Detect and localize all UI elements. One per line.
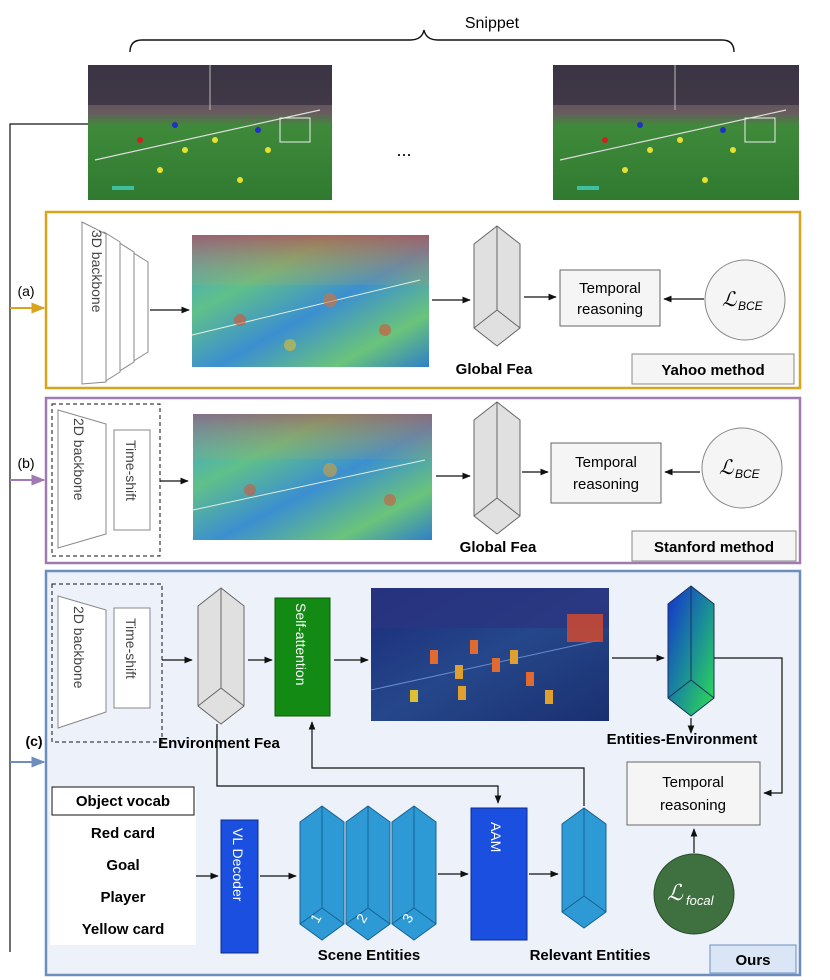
frames-ellipsis: ... xyxy=(396,140,411,160)
aam-label: AAM xyxy=(488,822,504,852)
yahoo-method-badge xyxy=(631,353,795,385)
loss-subscript-c: focal xyxy=(686,893,715,908)
stanford-method-badge xyxy=(631,530,797,562)
trunk-line xyxy=(9,123,88,952)
snippet-label: Snippet xyxy=(465,15,520,32)
3d-backbone-label: 3D backbone xyxy=(89,230,105,313)
temporal-reasoning-b xyxy=(550,442,662,504)
global-fea-label-a: Global Fea xyxy=(456,361,533,378)
scene-entity-vector xyxy=(345,805,391,941)
temporal-line2-c: reasoning xyxy=(660,797,726,814)
ours-badge xyxy=(709,944,797,974)
time-shift-label-b: Time-shift xyxy=(123,440,139,501)
time-shift-block-b xyxy=(113,429,151,531)
loss-subscript-b: BCE xyxy=(735,467,761,481)
3d-backbone-block xyxy=(81,221,149,385)
2d-backbone-block-b xyxy=(57,409,107,549)
loss-symbol-c: ℒ xyxy=(667,880,684,905)
branch-a-tag: (a) xyxy=(17,283,34,299)
global-feature-vector-a xyxy=(473,225,521,347)
temporal-line1-b: Temporal xyxy=(575,454,637,471)
branch-a-box xyxy=(44,210,802,390)
aam-block xyxy=(470,807,528,941)
focal-loss xyxy=(653,853,735,935)
bce-loss-b xyxy=(701,427,783,509)
stanford-method-label: Stanford method xyxy=(654,539,774,556)
heatmap-frame-a xyxy=(191,235,429,367)
video-frame-first xyxy=(88,65,332,200)
entities-environment-label: Entities-Environment xyxy=(607,731,758,748)
branch-b-box xyxy=(44,396,802,565)
relevant-entity-vector xyxy=(561,807,607,929)
video-frame-last xyxy=(553,65,799,200)
arrow-relevant-to-attention xyxy=(308,721,585,806)
global-fea-label-b: Global Fea xyxy=(460,539,537,556)
bce-loss-a xyxy=(704,259,786,341)
backbone-group-b xyxy=(51,403,161,557)
vocab-item: Player xyxy=(100,889,145,906)
vl-decoder-label: VL Decoder xyxy=(230,828,246,902)
entity-heatmap-frame xyxy=(370,588,609,721)
time-shift-block-c xyxy=(113,607,151,709)
yahoo-method-label: Yahoo method xyxy=(661,362,764,379)
entities-environment-vector xyxy=(667,585,715,717)
object-vocab-title: Object vocab xyxy=(76,793,170,810)
backbone-group-c xyxy=(51,583,163,743)
self-attention-label: Self-attention xyxy=(293,603,309,686)
vocab-item: Yellow card xyxy=(82,921,165,938)
temporal-reasoning-c xyxy=(626,761,761,826)
2d-backbone-label-c: 2D backbone xyxy=(71,606,87,689)
loss-subscript-a: BCE xyxy=(738,299,764,313)
heatmap-frame-b xyxy=(192,414,432,540)
relevant-entities-label: Relevant Entities xyxy=(530,947,651,964)
vl-decoder-block xyxy=(220,819,259,954)
temporal-line1-a: Temporal xyxy=(579,280,641,297)
temporal-line1-c: Temporal xyxy=(662,774,724,791)
arrow-entities-environment-to-temporal xyxy=(714,657,783,797)
vocab-item: Red card xyxy=(91,825,155,842)
2d-backbone-label-b: 2D backbone xyxy=(71,418,87,501)
object-vocab-header xyxy=(51,786,195,816)
scene-entities-label: Scene Entities xyxy=(318,947,421,964)
snippet-brace xyxy=(129,29,735,53)
temporal-line2-b: reasoning xyxy=(573,476,639,493)
loss-symbol-b: ℒ xyxy=(719,457,734,479)
environment-feature-vector xyxy=(197,587,245,725)
arrow-environment-to-aam xyxy=(216,724,502,804)
branch-b-tag: (b) xyxy=(17,455,34,471)
self-attention-block xyxy=(274,597,331,717)
time-shift-label-c: Time-shift xyxy=(123,618,139,679)
ours-label: Ours xyxy=(735,952,770,969)
scene-entity-vector xyxy=(391,805,437,941)
2d-backbone-block-c xyxy=(57,595,107,729)
vocab-item: Goal xyxy=(106,857,139,874)
loss-symbol-a: ℒ xyxy=(722,289,737,311)
environment-fea-label: Environment Fea xyxy=(158,735,280,752)
scene-entity-vector xyxy=(299,805,345,941)
temporal-reasoning-a xyxy=(559,269,661,327)
branch-c-tag: (c) xyxy=(25,733,42,749)
global-feature-vector-b xyxy=(473,401,521,535)
temporal-line2-a: reasoning xyxy=(577,301,643,318)
